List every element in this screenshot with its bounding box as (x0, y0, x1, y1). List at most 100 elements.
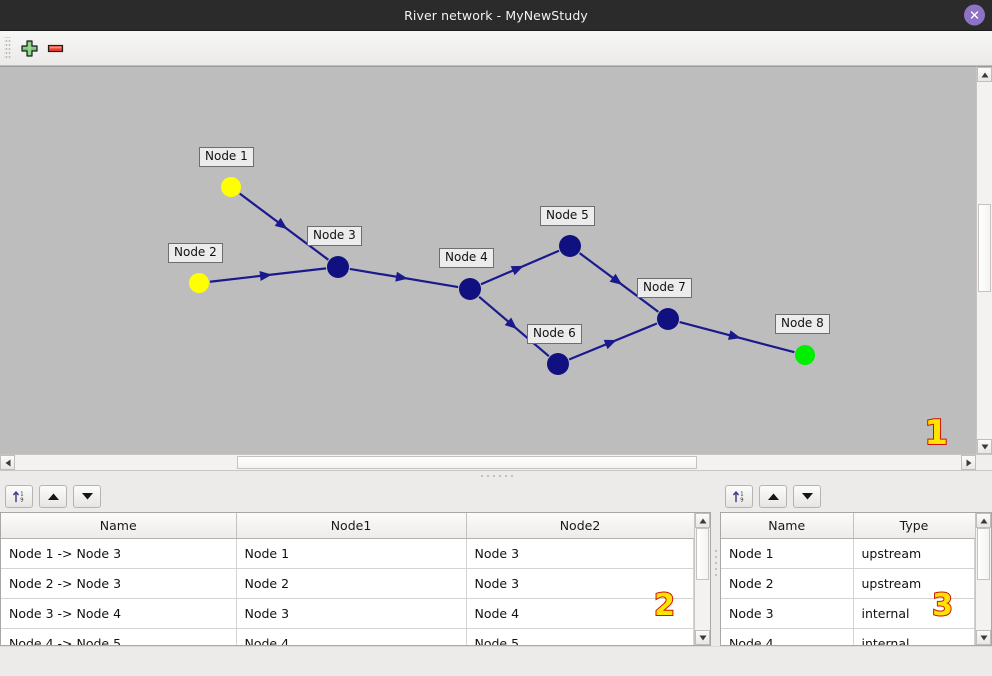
table-cell[interactable]: Node 1 -> Node 3 (1, 538, 237, 569)
status-bar (0, 646, 992, 676)
close-icon[interactable] (964, 4, 985, 26)
nodes-move-down-icon[interactable] (793, 484, 821, 508)
nodes-scroll-down-button[interactable] (976, 630, 991, 645)
table-cell[interactable]: upstream (853, 568, 975, 599)
network-node[interactable] (189, 273, 209, 293)
table-cell[interactable]: internal (853, 628, 975, 645)
nodes-table-vertical-scrollbar[interactable] (975, 513, 991, 645)
links-move-down-icon[interactable] (73, 484, 101, 508)
svg-text:9: 9 (20, 497, 23, 503)
table-cell[interactable]: Node 4 -> Node 5 (1, 628, 237, 645)
canvas-horizontal-scrollbar[interactable] (0, 454, 992, 470)
nodes-vscroll-track[interactable] (976, 528, 991, 630)
horizontal-splitter[interactable] (0, 470, 992, 480)
network-node[interactable] (221, 177, 241, 197)
column-header[interactable]: Name (721, 513, 854, 539)
node-label[interactable]: Node 5 (540, 206, 595, 227)
scroll-down-button[interactable] (977, 439, 992, 454)
delete-node-icon[interactable] (42, 35, 68, 61)
column-header[interactable]: Node2 (466, 513, 694, 539)
nodes-move-up-icon[interactable] (759, 484, 787, 508)
node-label[interactable]: Node 7 (637, 278, 692, 299)
scroll-right-button[interactable] (961, 455, 976, 470)
nodes-sort-icon[interactable]: 1 9 (725, 484, 753, 508)
table-cell[interactable]: Node 5 (466, 628, 694, 645)
nodes-pane-toolbar: 1 9 (720, 480, 992, 512)
network-node[interactable] (657, 308, 679, 330)
column-header[interactable]: Node1 (236, 513, 467, 539)
network-node[interactable] (795, 345, 815, 365)
node-label[interactable]: Node 4 (439, 248, 494, 269)
links-scroll-down-button[interactable] (695, 630, 710, 645)
links-vscroll-track[interactable] (695, 528, 710, 630)
table-cell[interactable]: upstream (853, 538, 975, 569)
node-label[interactable]: Node 3 (307, 226, 362, 247)
node-label[interactable]: Node 8 (775, 314, 830, 335)
table-cell[interactable]: Node 1 (721, 538, 854, 569)
network-node[interactable] (547, 353, 569, 375)
scroll-up-button[interactable] (977, 67, 992, 82)
table-cell[interactable]: internal (853, 598, 975, 629)
links-vscroll-thumb[interactable] (696, 528, 709, 580)
table-cell[interactable]: Node 2 (721, 568, 854, 599)
scroll-left-button[interactable] (0, 455, 15, 470)
toolbar-grip[interactable] (4, 37, 11, 59)
table-cell[interactable]: Node 4 (466, 598, 694, 629)
links-pane-toolbar: 1 9 (0, 480, 711, 512)
network-node[interactable] (559, 235, 581, 257)
node-label[interactable]: Node 6 (527, 324, 582, 345)
canvas-vertical-scrollbar[interactable] (976, 66, 992, 454)
link-arrow-icon (603, 339, 617, 350)
link-arrow-icon (395, 271, 408, 282)
link-arrow-icon (274, 217, 288, 230)
column-header[interactable]: Name (1, 513, 237, 539)
table-cell[interactable]: Node 4 (236, 628, 467, 645)
table-cell[interactable]: Node 1 (236, 538, 467, 569)
table-cell[interactable]: Node 3 (466, 568, 694, 599)
svg-text:1: 1 (20, 491, 23, 497)
table-cell[interactable]: Node 3 (236, 598, 467, 629)
nodes-vscroll-thumb[interactable] (977, 528, 990, 580)
table-cell[interactable]: Node 3 (721, 598, 854, 629)
nodes-scroll-up-button[interactable] (976, 513, 991, 528)
network-node[interactable] (459, 278, 481, 300)
canvas-hscroll-thumb[interactable] (237, 456, 697, 469)
node-label[interactable]: Node 1 (199, 147, 254, 168)
links-scroll-up-button[interactable] (695, 513, 710, 528)
link-arrow-icon (504, 317, 518, 330)
node-label[interactable]: Node 2 (168, 243, 223, 264)
window-title: River network - MyNewStudy (404, 7, 588, 23)
canvas-hscroll-track[interactable] (15, 455, 961, 470)
links-move-up-icon[interactable] (39, 484, 67, 508)
table-cell[interactable]: Node 2 -> Node 3 (1, 568, 237, 599)
column-header[interactable]: Type (853, 513, 975, 539)
title-bar: River network - MyNewStudy (0, 0, 992, 31)
scroll-corner (976, 455, 992, 470)
links-table-vertical-scrollbar[interactable] (694, 513, 710, 645)
links-sort-icon[interactable]: 1 9 (5, 484, 33, 508)
canvas-vscroll-thumb[interactable] (978, 204, 991, 292)
vertical-splitter[interactable] (711, 480, 720, 646)
network-diagram[interactable]: Node 1 Node 2 Node 3 Node 4 Node 5 Node 6 Node… (0, 66, 976, 454)
canvas-vscroll-track[interactable] (977, 82, 992, 439)
network-node[interactable] (327, 256, 349, 278)
table-cell[interactable]: Node 3 (466, 538, 694, 569)
table-cell[interactable]: Node 4 (721, 628, 854, 645)
add-node-icon[interactable] (16, 35, 42, 61)
link-arrow-icon (727, 330, 741, 340)
table-cell[interactable]: Node 2 (236, 568, 467, 599)
table-cell[interactable]: Node 3 -> Node 4 (1, 598, 237, 629)
